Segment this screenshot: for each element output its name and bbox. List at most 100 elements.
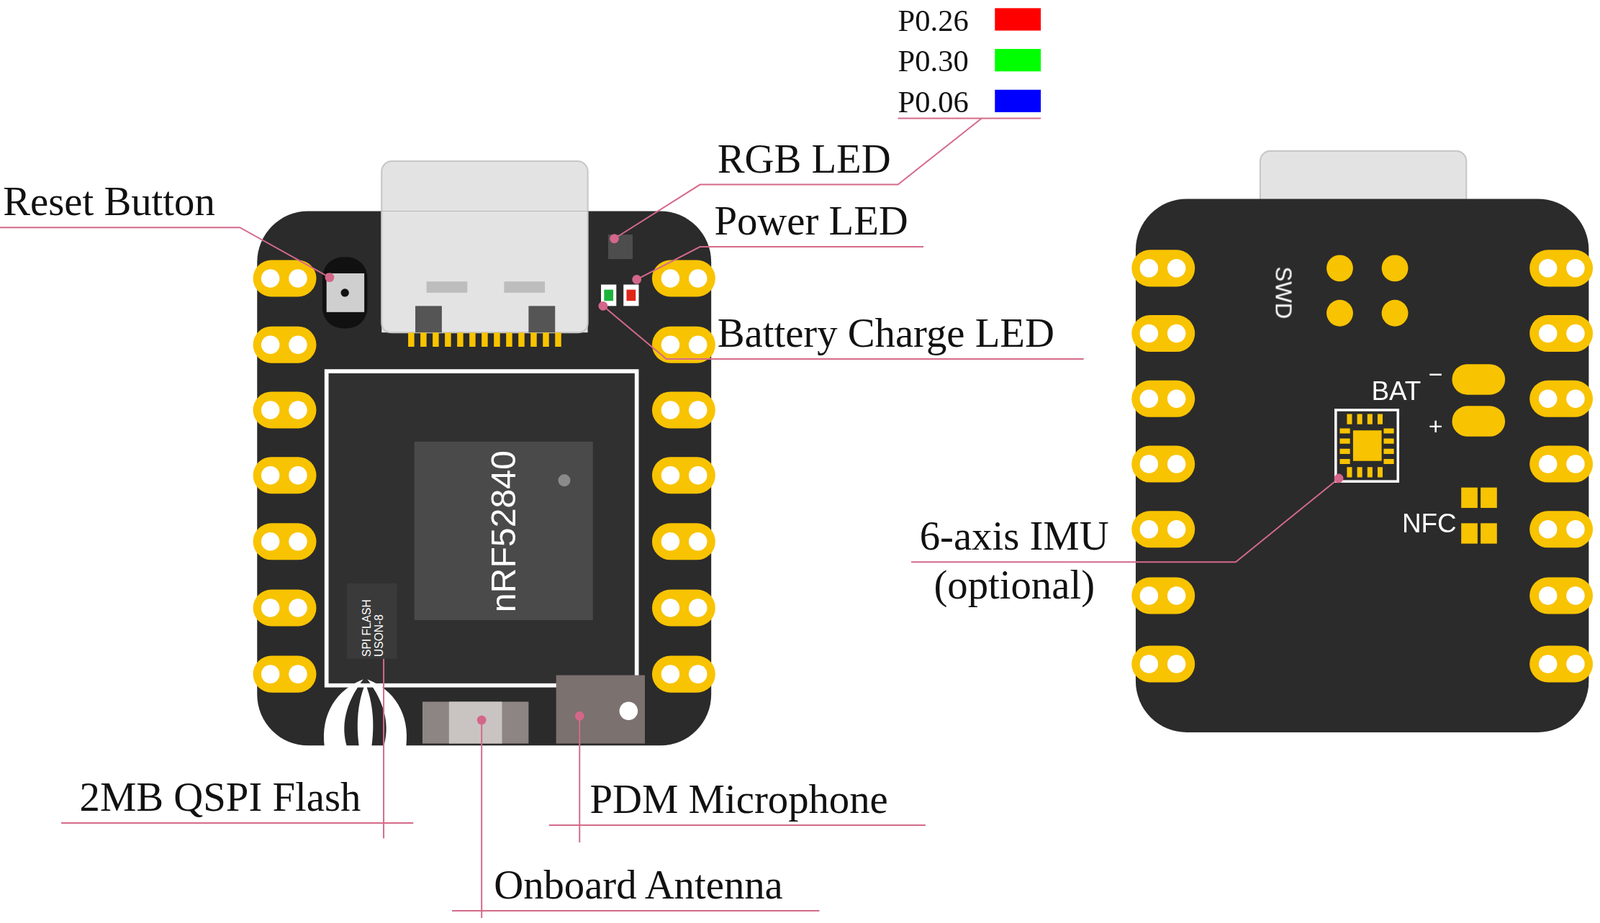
front-board	[256, 210, 712, 746]
rgb-led	[608, 234, 633, 260]
leader-line	[61, 822, 414, 825]
leader-dot	[598, 301, 608, 311]
leader-line	[0, 227, 330, 278]
callout-label: Battery Charge LED	[717, 313, 1055, 355]
leader-line	[549, 824, 926, 827]
castellated-pad	[652, 457, 716, 494]
reset-button-body	[322, 256, 368, 329]
castellated-pad	[652, 326, 716, 364]
rf-shield	[326, 371, 637, 686]
silkscreen-label: −	[1428, 362, 1444, 387]
castellated-pad	[652, 523, 716, 560]
usb-c-outline	[381, 210, 588, 333]
castellated-pad	[1131, 577, 1195, 614]
legend-text: P0.06	[898, 86, 969, 118]
nfc-pad	[1480, 523, 1498, 544]
swd-pad	[1326, 254, 1354, 282]
callout-label: Reset Button	[2, 182, 216, 224]
chip-marking: SPI FLASH USON-8	[359, 585, 385, 658]
castellated-pad	[1529, 249, 1593, 287]
castellated-pad	[1529, 380, 1593, 418]
swd-pad	[1326, 300, 1354, 327]
power-led	[626, 290, 636, 302]
castellated-pad	[1529, 315, 1593, 352]
battery-pad	[1451, 405, 1505, 437]
antenna	[422, 701, 529, 744]
callout-label: Power LED	[713, 201, 908, 243]
castellated-pad	[1131, 511, 1195, 548]
silkscreen-label: NFC	[1402, 510, 1457, 537]
leader-line	[382, 644, 385, 840]
nfc-pad	[1461, 487, 1478, 509]
callout-label: 6-axis IMU (optional)	[891, 512, 1137, 611]
logo-petal	[367, 679, 407, 748]
leader-dot	[631, 274, 642, 285]
usb-slot	[426, 281, 468, 293]
leader-line	[578, 716, 581, 843]
pin1-marker	[557, 474, 571, 487]
castellated-pad	[1131, 380, 1195, 418]
nfc-pad	[1480, 487, 1498, 509]
leader-lines	[0, 118, 1339, 919]
leader-dot	[575, 711, 585, 722]
leader-line	[480, 720, 483, 919]
swd-pad	[1381, 254, 1409, 282]
leader-dot	[609, 233, 619, 244]
usb-slot	[503, 281, 545, 293]
castellated-pad	[652, 260, 716, 298]
castellated-pad	[1529, 577, 1593, 614]
castellated-pad	[253, 391, 317, 429]
leader-line	[636, 246, 924, 280]
antenna-element	[449, 701, 503, 744]
castellated-pad	[1131, 249, 1195, 287]
leader-line	[603, 305, 1084, 360]
castellated-pad	[253, 523, 317, 560]
legend-text: P0.30	[898, 46, 969, 78]
imu-pads	[1339, 414, 1394, 478]
leader-dot	[325, 272, 335, 283]
logo-petal	[357, 683, 374, 748]
callout-label: RGB LED	[717, 138, 892, 180]
castellated-pad	[652, 656, 716, 694]
usb-c-connector	[381, 210, 588, 333]
castellated-pad	[1529, 645, 1593, 683]
mcu-chip: nRF52840	[414, 441, 594, 621]
castellated-pad	[253, 589, 317, 627]
castellated-pad	[1529, 446, 1593, 483]
silkscreen-label: +	[1428, 413, 1444, 439]
microphone-port	[619, 701, 639, 721]
legend-swatch	[994, 7, 1041, 31]
swd-pad	[1381, 300, 1409, 327]
castellated-pad	[652, 589, 716, 627]
castellated-pad	[1131, 446, 1195, 483]
usb-c-connector	[381, 161, 588, 333]
leader-dot	[477, 716, 487, 726]
castellated-pad	[1131, 645, 1195, 683]
imu-outline	[1335, 410, 1398, 482]
silkscreen-label: SWD	[1271, 267, 1294, 320]
usb-tab	[415, 305, 442, 333]
callout-label: 2MB QSPI Flash	[79, 778, 362, 820]
back-board	[1135, 198, 1589, 732]
castellated-pad	[253, 260, 317, 298]
silkscreen-label: BAT	[1371, 377, 1421, 405]
callout-label: Onboard Antenna	[493, 865, 784, 907]
leader-dots	[325, 233, 1344, 725]
leader-line	[898, 117, 1041, 119]
pdm-microphone	[556, 675, 645, 745]
battery-pad	[1451, 364, 1505, 396]
leader-line	[452, 910, 820, 912]
usb-tab	[528, 305, 555, 333]
legend-text: P0.26	[898, 5, 969, 36]
castellated-pad	[253, 326, 317, 364]
leader-dot	[1334, 474, 1344, 484]
chip-marking: nRF52840	[484, 449, 523, 612]
charge-led	[603, 290, 614, 302]
logo-petal	[323, 679, 364, 748]
callout-label: PDM Microphone	[589, 780, 888, 822]
flash-chip: SPI FLASH USON-8	[346, 583, 397, 660]
castellated-pad	[1529, 511, 1593, 548]
castellated-pad	[253, 656, 317, 694]
reset-button-dot	[341, 288, 350, 297]
